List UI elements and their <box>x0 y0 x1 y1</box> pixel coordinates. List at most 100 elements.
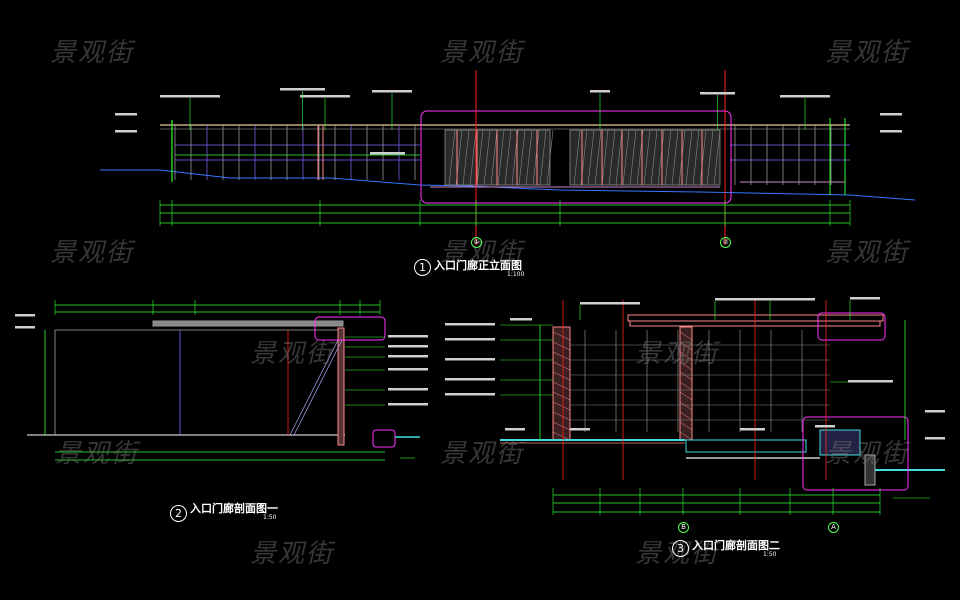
hatch-line <box>679 401 693 411</box>
annotation-text <box>850 297 880 300</box>
column <box>337 327 345 446</box>
annotation-text <box>15 314 35 317</box>
hatch-line <box>671 129 679 186</box>
hatch-line <box>594 129 602 186</box>
hatch-line <box>552 331 571 341</box>
drawing-number-2: 2 <box>170 505 187 522</box>
annotation-text <box>780 95 830 98</box>
annotation-text <box>445 393 495 396</box>
detail-callout-box <box>802 416 909 491</box>
watermark: 景观街 <box>250 539 335 569</box>
watermark: 景观街 <box>55 439 140 469</box>
annotation-text <box>815 425 835 428</box>
annotation-text <box>300 95 350 98</box>
annotation-text <box>388 355 428 358</box>
hatch-line <box>679 361 693 371</box>
hatch-line <box>552 351 571 361</box>
annotation-text <box>445 358 495 361</box>
drawing-scale-section-2: 1:50 <box>763 551 777 558</box>
axis-marker-b: B <box>678 522 689 533</box>
hatch-line <box>552 421 571 431</box>
detail-callout-box <box>314 316 386 341</box>
hatch-line <box>650 129 658 186</box>
hatch-line <box>657 129 665 186</box>
annotation-text <box>510 318 532 321</box>
drawing-number-3: 3 <box>672 540 689 557</box>
annotation-text <box>115 130 137 133</box>
annotation-text <box>880 113 902 116</box>
annotation-text <box>388 335 428 338</box>
hatch-line <box>552 401 571 411</box>
axis-marker-a: A <box>828 522 839 533</box>
drawing-number-1: 1 <box>414 259 431 276</box>
pool-edge <box>685 439 807 453</box>
hatch-line <box>615 129 623 186</box>
hatch-line <box>573 129 581 186</box>
hatch-line <box>699 129 707 186</box>
watermark: 景观街 <box>825 439 910 469</box>
annotation-text <box>570 428 590 431</box>
roof-slab <box>152 320 344 327</box>
annotation-text <box>370 152 405 155</box>
hatch-line <box>518 129 526 186</box>
hatch-line <box>483 129 491 186</box>
hatch-line <box>552 371 571 381</box>
brace <box>289 339 339 436</box>
hatch-line <box>532 129 540 186</box>
hatch-line <box>476 129 484 186</box>
watermark: 景观街 <box>250 339 335 369</box>
hatch-line <box>679 331 693 341</box>
hatch-line <box>679 411 693 421</box>
hatch-line <box>546 129 554 186</box>
annotation-text <box>15 326 35 329</box>
drawing-title-section-2: 入口门廊剖面图二 <box>692 539 780 552</box>
hatch-line <box>469 129 477 186</box>
hatch-line <box>552 381 571 391</box>
hatch-line <box>525 129 533 186</box>
annotation-text <box>160 95 220 98</box>
drawing-scale-elevation: 1:100 <box>507 271 525 278</box>
annotation-text <box>580 302 640 305</box>
drawing-title-section-1: 入口门廊剖面图一 <box>190 502 278 515</box>
annotation-text <box>505 428 525 431</box>
hatch-line <box>679 351 693 361</box>
hatch-line <box>685 129 693 186</box>
annotation-text <box>388 403 428 406</box>
hatch-line <box>552 391 571 401</box>
hatched-panel <box>569 129 721 186</box>
hatch-line <box>504 129 512 186</box>
watermark: 景观街 <box>635 339 720 369</box>
axis-marker-1: ① <box>471 237 482 248</box>
annotation-text <box>848 380 893 383</box>
hatch-line <box>679 431 693 441</box>
annotation-text <box>590 90 610 93</box>
hatch-line <box>706 129 714 186</box>
hatch-line <box>679 391 693 401</box>
watermark: 景观街 <box>825 38 910 68</box>
hatch-line <box>552 431 571 441</box>
drawing-title-elevation: 入口门廊正立面图 <box>434 259 522 272</box>
drawing-scale-section-1: 1:50 <box>263 514 277 521</box>
hatch-line <box>679 421 693 431</box>
annotation-text <box>740 428 765 431</box>
hatch-line <box>713 129 721 186</box>
annotation-text <box>715 298 770 301</box>
hatch-line <box>497 129 505 186</box>
detail-callout-box <box>372 429 396 448</box>
annotation-text <box>925 437 945 440</box>
annotation-text <box>925 410 945 413</box>
roof-beam <box>627 314 884 322</box>
annotation-text <box>770 298 815 301</box>
watermark: 景观街 <box>50 238 135 268</box>
annotation-text <box>388 388 428 391</box>
annotation-text <box>445 378 495 381</box>
annotation-text <box>372 90 412 93</box>
hatch-line <box>629 129 637 186</box>
pool-wall <box>819 429 861 456</box>
hatch-line <box>490 129 498 186</box>
detail-callout-box <box>817 312 886 341</box>
hatch-line <box>587 129 595 186</box>
annotation-text <box>388 368 428 371</box>
